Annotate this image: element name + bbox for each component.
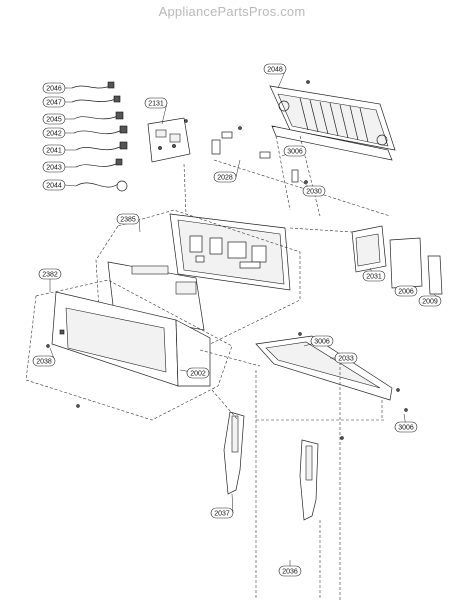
panel-outline-2382 — [25, 279, 233, 421]
callout-part-number: 2131 — [148, 101, 164, 108]
callout-badge — [334, 352, 358, 364]
callout-badge — [418, 295, 442, 307]
callout-badge — [278, 565, 302, 577]
callout-leader-line — [235, 159, 241, 178]
callout-part-number: 2006 — [398, 289, 414, 296]
callout-badge — [210, 507, 234, 519]
callout-badge — [263, 63, 287, 75]
callout-part-number: 3006 — [287, 149, 303, 156]
callout-badge — [186, 367, 210, 379]
callout-part-number: 2048 — [267, 67, 283, 74]
callout-badge — [42, 179, 66, 191]
callout-badge — [116, 213, 140, 225]
callout-badge — [42, 127, 66, 139]
callout-part-number: 2382 — [42, 272, 58, 279]
mounting-brackets — [211, 80, 310, 184]
callout-leader-line — [64, 184, 77, 187]
callout-part-number: 2041 — [46, 148, 62, 155]
callout-leader-line — [161, 102, 168, 125]
callout-badge — [310, 335, 334, 347]
callout-badge — [283, 145, 307, 157]
callout-part-number: 2002 — [190, 371, 206, 378]
callout-part-number: 3006 — [398, 425, 414, 432]
wire-harness-group — [71, 81, 128, 192]
callout-part-number: 2033 — [338, 356, 354, 363]
side-bracket-left — [223, 411, 245, 495]
callout-badge — [42, 113, 66, 125]
callout-badge — [394, 285, 418, 297]
callout-part-number: 2009 — [422, 299, 438, 306]
callout-leader-line — [138, 218, 141, 233]
callout-part-number: 2038 — [36, 359, 52, 366]
watermark-text: AppliancePartsPros.com — [158, 4, 306, 19]
display-modules — [351, 225, 443, 295]
control-board — [169, 213, 291, 291]
callout-part-number: 2036 — [282, 569, 298, 576]
top-rail — [255, 332, 408, 412]
callout-badge — [302, 185, 326, 197]
callout-part-number: 2046 — [46, 86, 62, 93]
callout-part-number: 2045 — [46, 117, 62, 124]
callout-part-number: 2030 — [306, 189, 322, 196]
callout-part-number: 2043 — [46, 165, 62, 172]
side-bracket-right — [299, 436, 344, 521]
control-bracket — [147, 117, 191, 163]
callout-part-number: 2037 — [214, 511, 230, 518]
callout-leader-line — [231, 493, 234, 514]
callout-part-number: 2042 — [46, 131, 62, 138]
callout-part-number: 2028 — [217, 175, 233, 182]
callout-badge — [144, 97, 168, 109]
callout-part-number: 2385 — [120, 217, 136, 224]
callout-badge — [362, 270, 386, 282]
callout-badge — [42, 161, 66, 173]
callout-part-number: 2031 — [366, 274, 382, 281]
callout-badge — [38, 268, 62, 280]
callout-part-number: 3006 — [314, 339, 330, 346]
callout-badge — [42, 144, 66, 156]
callout-badge — [42, 96, 66, 108]
callout-badge — [32, 355, 56, 367]
vent-panel — [269, 85, 396, 161]
callout-labels: 2046 2047 2045 2042 2041 2043 2044 2131 2048 3006… — [32, 63, 442, 577]
callout-badge — [394, 421, 418, 433]
callout-part-number: 2047 — [46, 100, 62, 107]
callout-badge — [42, 82, 66, 94]
assembly-guide-lines — [183, 135, 391, 600]
callout-badge — [213, 171, 237, 183]
callout-part-number: 2044 — [46, 183, 62, 190]
